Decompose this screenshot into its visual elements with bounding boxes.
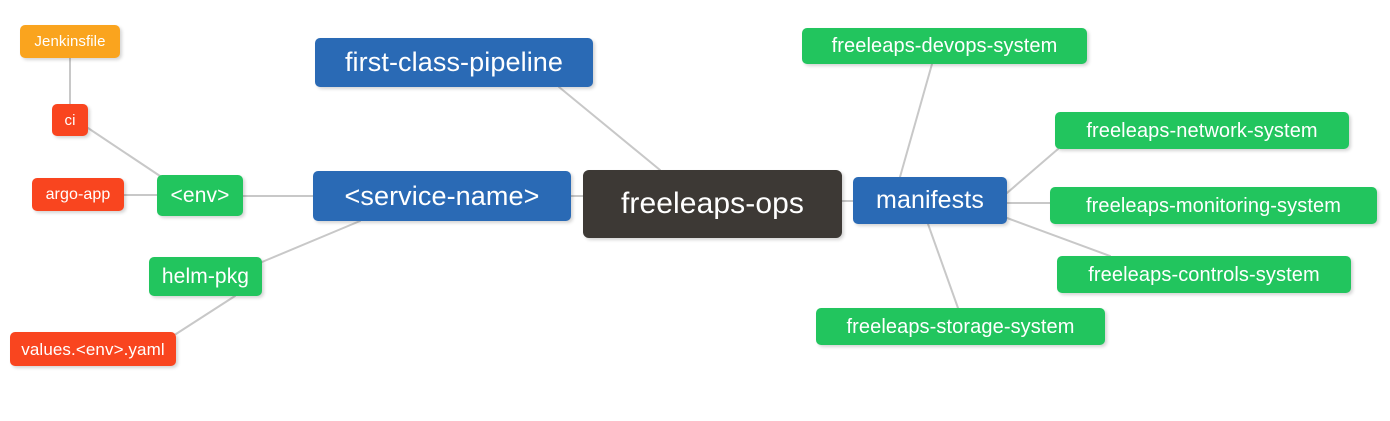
mindmap-edge — [175, 295, 236, 335]
mindmap-node-label: freeleaps-ops — [620, 187, 805, 220]
mindmap-node-first-class-pipeline[interactable]: first-class-pipeline — [315, 38, 593, 87]
mindmap-node-label: freeleaps-monitoring-system — [1085, 194, 1341, 217]
mindmap-edge — [87, 127, 161, 177]
mindmap-node-label: Jenkinsfile — [34, 33, 106, 50]
mindmap-node-freeleaps-ops[interactable]: freeleaps-ops — [583, 170, 842, 238]
mindmap-node-label: argo-app — [45, 185, 111, 203]
mindmap-node-label: freeleaps-devops-system — [831, 35, 1058, 57]
mindmap-node-service-name[interactable]: <service-name> — [313, 171, 571, 221]
mindmap-node-label: <service-name> — [344, 180, 540, 211]
mindmap-edge — [558, 86, 661, 171]
mindmap-node-jenkinsfile[interactable]: Jenkinsfile — [20, 25, 120, 58]
mindmap-node-label: freeleaps-storage-system — [846, 315, 1075, 338]
mindmap-node-label: manifests — [876, 186, 984, 214]
mindmap-node-helm-pkg[interactable]: helm-pkg — [149, 257, 262, 296]
mindmap-edge — [927, 223, 959, 309]
mindmap-edge — [261, 220, 361, 263]
mindmap-node-label: helm-pkg — [161, 265, 250, 288]
mindmap-node-label: <env> — [170, 184, 230, 207]
mindmap-node-label: freeleaps-controls-system — [1088, 263, 1320, 286]
mindmap-node-label: values.<env>.yaml — [21, 339, 165, 359]
mindmap-node-env[interactable]: <env> — [157, 175, 243, 216]
mindmap-node-label: ci — [64, 111, 76, 129]
mindmap-node-freeleaps-storage-system[interactable]: freeleaps-storage-system — [816, 308, 1105, 345]
mindmap-node-freeleaps-monitoring-system[interactable]: freeleaps-monitoring-system — [1050, 187, 1377, 224]
mindmap-node-argo-app[interactable]: argo-app — [32, 178, 124, 211]
mindmap-edge — [899, 63, 933, 178]
mindmap-node-values-yaml[interactable]: values.<env>.yaml — [10, 332, 176, 366]
mindmap-node-manifests[interactable]: manifests — [853, 177, 1007, 224]
mindmap-node-label: first-class-pipeline — [344, 47, 564, 77]
mindmap-node-freeleaps-devops-system[interactable]: freeleaps-devops-system — [802, 28, 1087, 64]
mindmap-node-ci[interactable]: ci — [52, 104, 88, 136]
mindmap-node-label: freeleaps-network-system — [1086, 119, 1318, 142]
mindmap-node-freeleaps-controls-system[interactable]: freeleaps-controls-system — [1057, 256, 1351, 293]
mindmap-edge — [1006, 148, 1059, 194]
mindmap-node-freeleaps-network-system[interactable]: freeleaps-network-system — [1055, 112, 1349, 149]
